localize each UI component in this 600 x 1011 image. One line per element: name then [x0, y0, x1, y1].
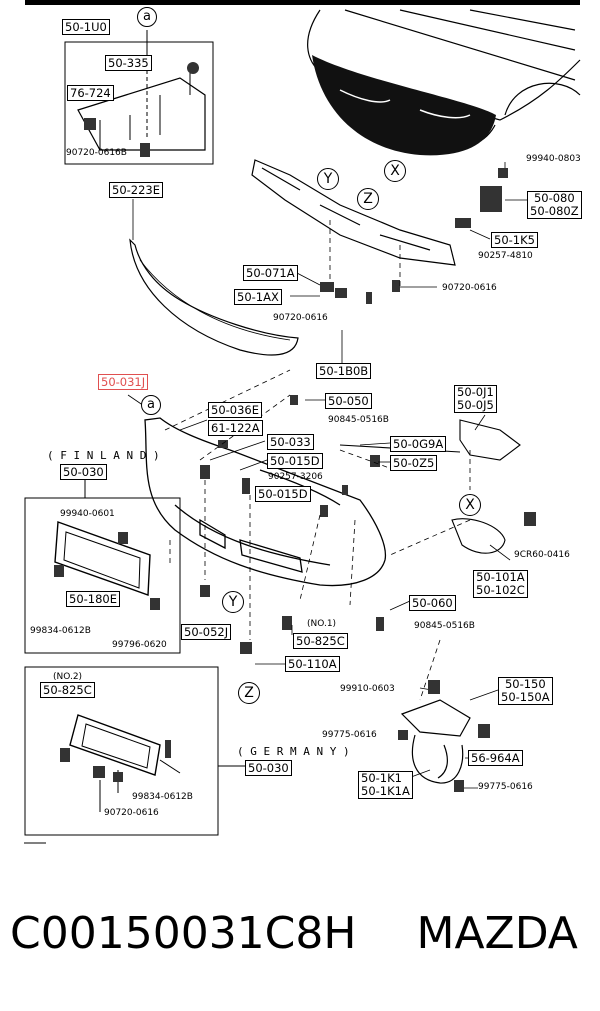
part-number: 99910-0603 — [340, 684, 395, 694]
part-number: 99834-0612B — [132, 792, 193, 802]
part-number: 90720-0616B — [66, 148, 127, 158]
part-note: (NO.2) — [53, 672, 83, 682]
part-number: 90720-0616 — [442, 283, 497, 293]
finland-fasteners — [54, 532, 160, 610]
part-number: 90720-0616 — [104, 808, 159, 818]
fog-bracket-assembly — [400, 699, 471, 784]
diagram-artwork — [24, 0, 581, 844]
part-label: 50-0Z5 — [390, 455, 438, 471]
bumper-fasteners — [200, 395, 536, 654]
part-label: 50-223E — [109, 182, 163, 198]
part-label: 50-052J — [181, 624, 232, 640]
part-label: 50-015D — [267, 453, 323, 469]
absorber-inner-line — [139, 259, 291, 341]
part-label: 50-1B0B — [316, 363, 372, 379]
part-label: 50-050 — [325, 393, 372, 409]
part-label: 50-150 50-150A — [498, 677, 553, 705]
leader-lines-dashed — [164, 220, 471, 701]
part-number: 90257-3206 — [268, 472, 323, 482]
part-number: 90720-0616 — [273, 313, 328, 323]
part-number: 99940-0601 — [60, 509, 115, 519]
part-label: 50-060 — [409, 595, 456, 611]
part-number: 99775-0616 — [478, 782, 533, 792]
part-number: 99775-0616 — [322, 730, 377, 740]
car-grille-dark — [312, 55, 496, 156]
part-number: 99796-0620 — [112, 640, 167, 650]
top-border-bar — [25, 0, 580, 5]
part-number: 9CR60-0416 — [514, 550, 570, 560]
caption-part-number: C00150031C8H — [10, 908, 357, 959]
part-label: 50-0G9A — [390, 436, 447, 452]
marker-y-beam: Y — [317, 168, 339, 190]
part-label: 50-825C — [40, 682, 95, 698]
part-label: 50-036E — [208, 402, 262, 418]
leader-lines — [127, 162, 527, 789]
bracket-box — [64, 30, 214, 165]
marker-x-beam: X — [384, 160, 406, 182]
part-label: 56-964A — [468, 750, 523, 766]
part-label: 50-180E — [66, 591, 120, 607]
part-label: 50-033 — [267, 434, 314, 450]
germany-fasteners — [60, 740, 171, 782]
marker-a-bumper: a — [141, 395, 161, 415]
marker-z-beam: Z — [357, 188, 379, 210]
part-label: 50-0J1 50-0J5 — [454, 385, 497, 413]
germany-label: ( G E R M A N Y ) — [237, 745, 350, 758]
part-label: 50-071A — [243, 265, 298, 281]
reinforcement-beam — [251, 159, 456, 266]
absorber-foam — [129, 238, 299, 356]
caption: C00150031C8H MAZDA — [10, 906, 595, 962]
part-label: 50-1AX — [234, 289, 282, 305]
bracket-clip — [187, 62, 199, 74]
part-label: 50-080 50-080Z — [527, 191, 582, 219]
part-label: 50-1K1 50-1K1A — [358, 771, 413, 799]
part-label: 50-101A 50-102C — [473, 570, 528, 598]
bracket-nut — [84, 118, 96, 130]
marker-y-bumper: Y — [222, 591, 244, 613]
part-number: 90845-0516B — [414, 621, 475, 631]
part-number: 99940-0803 — [526, 154, 581, 164]
part-note: (NO.1) — [307, 619, 337, 629]
finland-label: ( F I N L A N D ) — [47, 449, 160, 462]
part-label: 50-030 — [245, 760, 292, 776]
part-number: 90257-4810 — [478, 251, 533, 261]
part-label: 50-335 — [105, 55, 152, 71]
fog-bracket-fasteners — [398, 680, 490, 792]
fog-light-housing — [451, 518, 506, 554]
marker-z-bumper: Z — [238, 682, 260, 704]
part-label: 50-825C — [293, 633, 348, 649]
side-bracket — [459, 419, 521, 461]
part-label: 50-110A — [285, 656, 340, 672]
bracket-bolt — [140, 143, 150, 157]
marker-x-bumper: X — [459, 494, 481, 516]
part-number: 90845-0516B — [328, 415, 389, 425]
part-number: 99834-0612B — [30, 626, 91, 636]
germany-plate-box — [24, 666, 245, 836]
part-label: 76-724 — [67, 85, 114, 101]
part-label-highlighted: 50-031J — [98, 374, 149, 390]
part-label: 50-1U0 — [62, 19, 110, 35]
caption-brand: MAZDA — [416, 908, 578, 959]
marker-a-top: a — [137, 7, 157, 27]
part-label: 61-122A — [208, 420, 263, 436]
part-label: 50-1K5 — [491, 232, 538, 248]
part-label: 50-030 — [60, 464, 107, 480]
part-label: 50-015D — [255, 486, 311, 502]
beam-brackets — [320, 168, 508, 304]
